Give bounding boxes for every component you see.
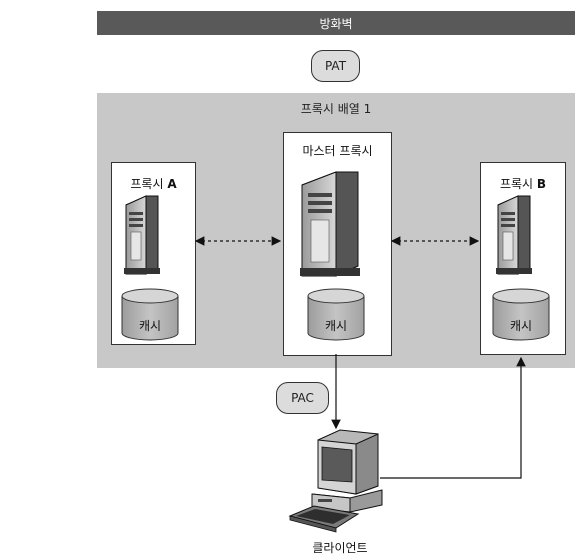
proxy-a-cache-icon <box>121 288 179 341</box>
pat-label: PAT <box>324 59 347 73</box>
proxy-b-label: 프록시 B <box>499 177 547 191</box>
firewall-bar: 방화벽 <box>97 11 575 35</box>
proxy-a-label: 프록시 A <box>130 177 177 191</box>
proxy-a-cache-label: 캐시 <box>139 319 161 333</box>
pac-label: PAC <box>291 391 314 405</box>
firewall-label: 방화벽 <box>319 16 353 31</box>
proxy-a-server-icon <box>124 195 160 275</box>
client-label: 클라이언트 <box>312 541 368 555</box>
proxy-b-cache-icon <box>492 288 550 341</box>
proxy-b-server-icon <box>496 195 532 275</box>
master-proxy-cache-label: 캐시 <box>325 319 347 333</box>
client-to-proxy-b-arrow <box>380 356 526 479</box>
proxy-b-cache-label: 캐시 <box>510 319 532 333</box>
proxy-array-title: 프록시 배열 1 <box>300 102 372 116</box>
client-computer-icon <box>288 429 383 533</box>
master-proxy-label: 마스터 프록시 <box>302 144 373 158</box>
pat-badge: PAT <box>311 50 360 82</box>
master-proxy-cache-icon <box>307 288 365 341</box>
master-proxy-server-icon <box>300 171 360 277</box>
pac-badge: PAC <box>276 382 329 414</box>
